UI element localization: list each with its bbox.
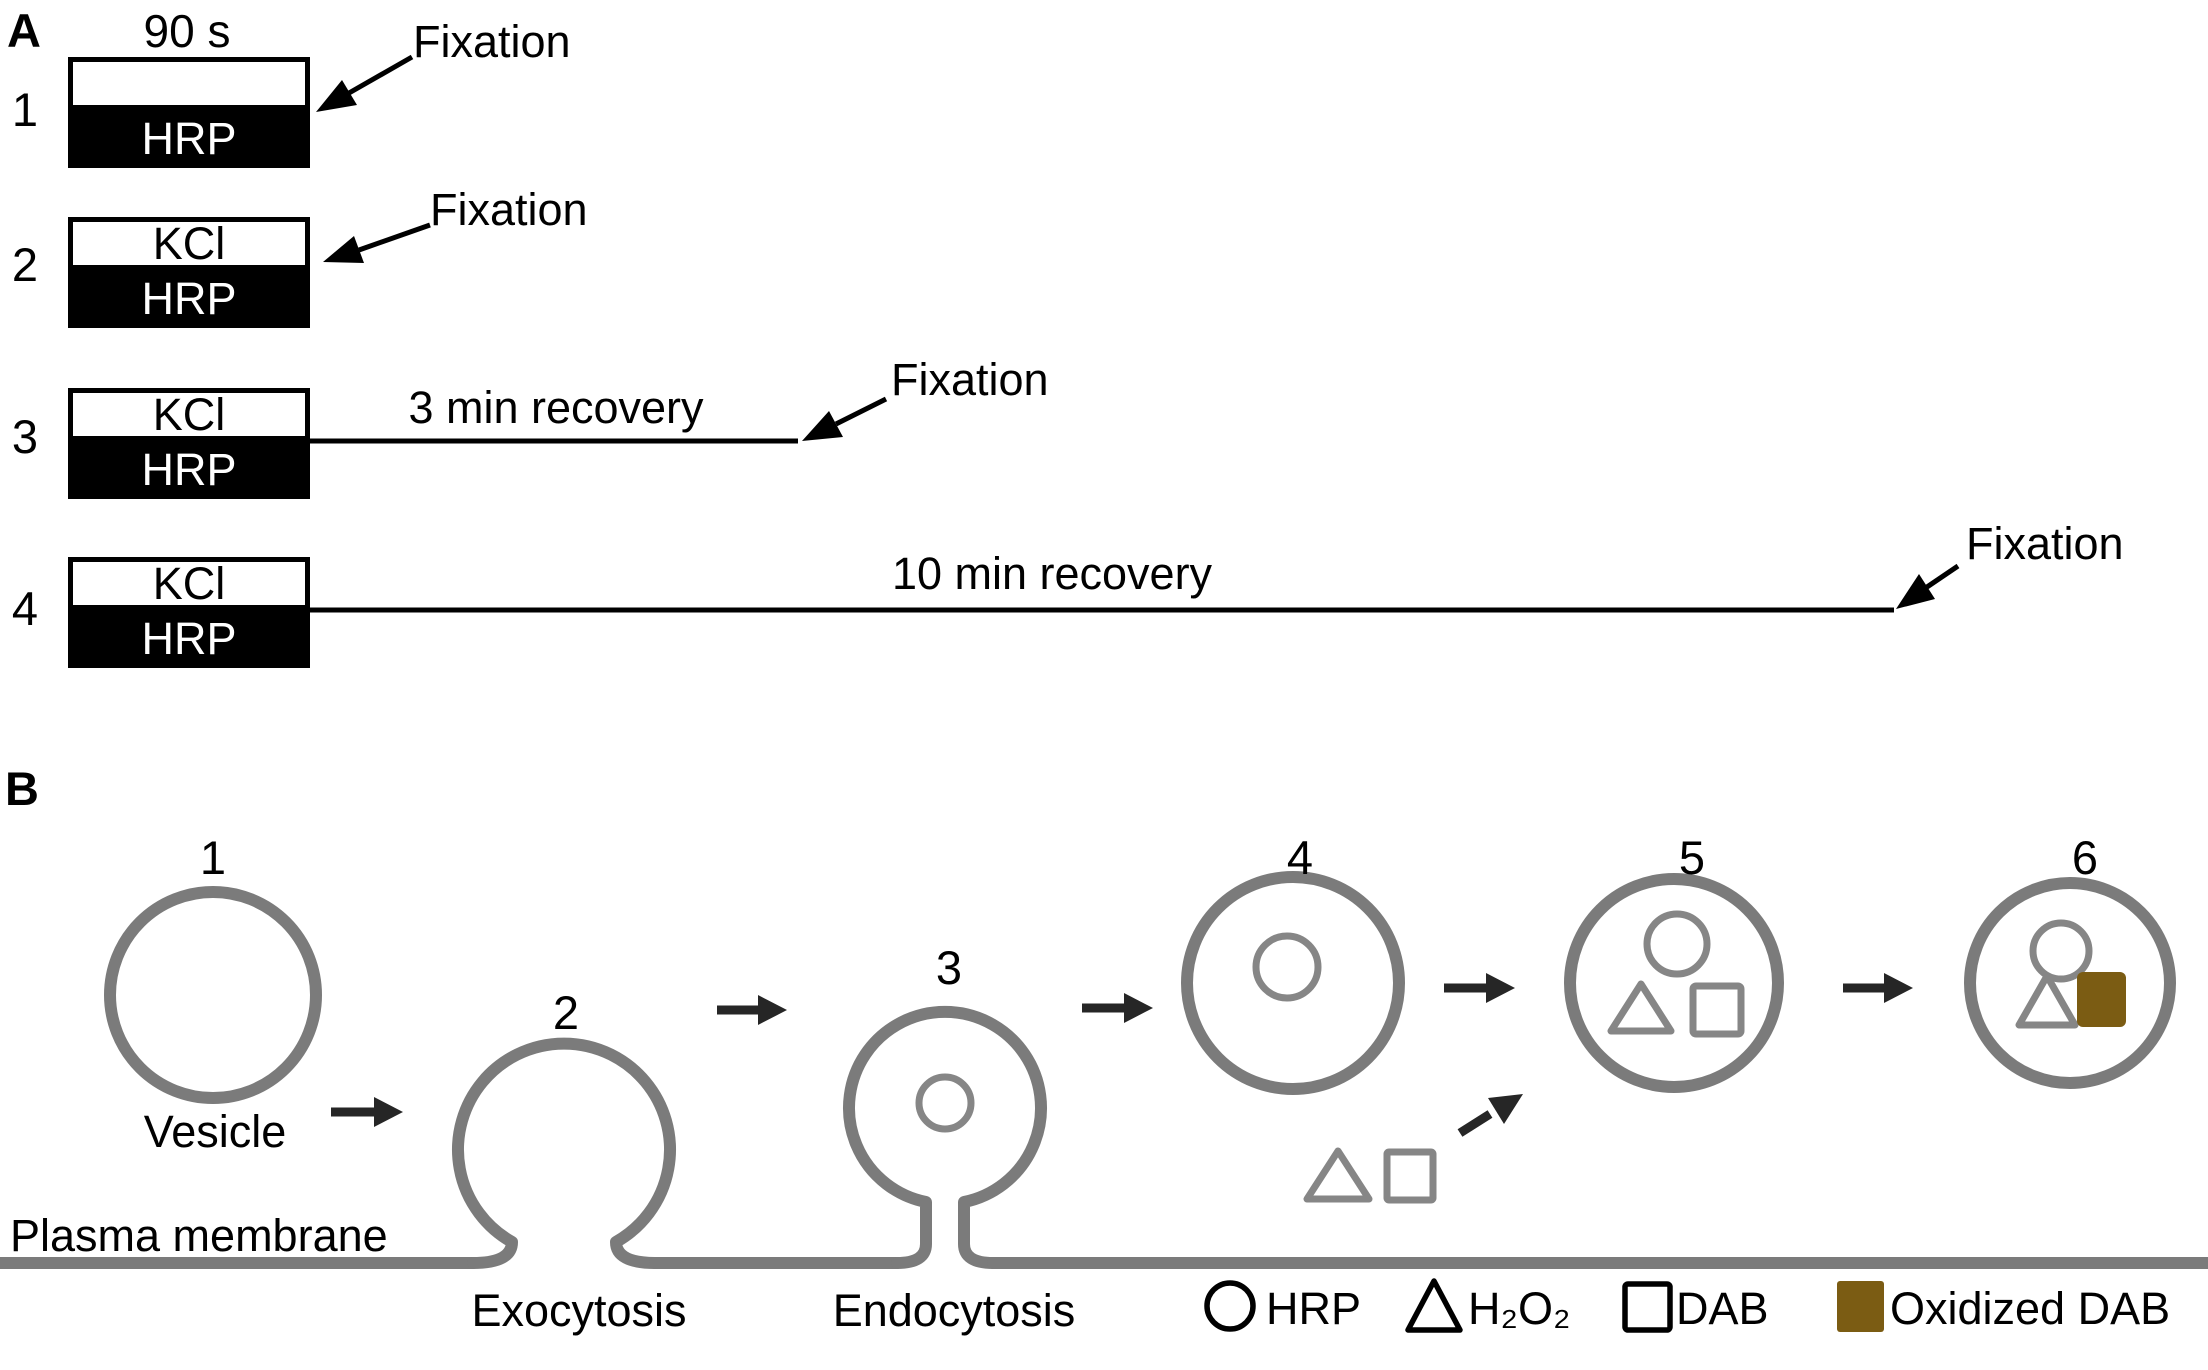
row-3-kcl-box: KCl (68, 388, 310, 441)
hrp-circle-step4 (1252, 932, 1322, 1002)
arrow-step5-to-step6 (1843, 973, 1913, 1003)
vesicle-circle-step5 (1564, 873, 1784, 1093)
legend-oxidized-dab-label: Oxidized DAB (1890, 1283, 2171, 1334)
hrp-circle-step6 (2029, 919, 2093, 983)
row-4-kcl-label: KCl (152, 557, 226, 609)
step-6-number: 6 (2071, 831, 2099, 884)
plasma-membrane-label: Plasma membrane (10, 1210, 388, 1261)
legend-h2o2-label: H₂O₂ (1468, 1283, 1571, 1334)
arrow-reagents-into-step5 (1457, 1094, 1523, 1137)
row-4-hrp-label: HRP (141, 613, 237, 664)
fixation-arrow-row1 (316, 54, 414, 112)
row-2-hrp-label: HRP (141, 273, 237, 324)
vesicle-circle-step6 (1964, 877, 2176, 1089)
row-4-recovery-label: 10 min recovery (891, 548, 1213, 599)
row-3-fixation-label: Fixation (891, 354, 1049, 405)
row-2-hrp-box: HRP (68, 270, 310, 328)
arrow-step1-to-step2 (331, 1097, 403, 1127)
row-3-recovery-label: 3 min recovery (408, 382, 704, 433)
row-2-number: 2 (11, 238, 39, 291)
panel-a-label: A (7, 4, 41, 57)
legend-dab-square-icon (1622, 1281, 1673, 1333)
h2o2-triangle-free (1303, 1147, 1373, 1203)
legend-hrp-circle-icon (1204, 1280, 1256, 1332)
row-3-kcl-label: KCl (152, 388, 226, 440)
exocytosis-omega (452, 1037, 676, 1269)
row-4-hrp-box: HRP (68, 610, 310, 668)
vesicle-label: Vesicle (143, 1106, 287, 1157)
legend-oxidized-dab-square-icon (1837, 1281, 1884, 1332)
step-2-number: 2 (552, 986, 580, 1039)
duration-label-90s: 90 s (143, 5, 231, 57)
row-4-fixation-label: Fixation (1966, 518, 2124, 569)
row-1-top-box (68, 57, 310, 110)
fixation-arrow-row3 (802, 396, 888, 441)
legend-h2o2-triangle-icon (1405, 1278, 1463, 1333)
row-1-hrp-label: HRP (141, 113, 237, 164)
arrow-step4-to-step5 (1444, 973, 1515, 1003)
row-3-hrp-label: HRP (141, 444, 237, 495)
dab-square-step5 (1689, 982, 1745, 1038)
endocytosis-omega (843, 1005, 1047, 1269)
row-1-hrp-box: HRP (68, 110, 310, 168)
legend-dab-label: DAB (1676, 1283, 1769, 1334)
step-4-number: 4 (1286, 831, 1314, 884)
exocytosis-label: Exocytosis (471, 1285, 687, 1336)
row-4-number: 4 (11, 582, 39, 635)
h2o2-triangle-step6 (2015, 972, 2079, 1029)
step-3-number: 3 (935, 941, 963, 994)
row-2-fixation-label: Fixation (430, 184, 588, 235)
arrow-step2-to-step3 (717, 995, 787, 1025)
endocytosis-label: Endocytosis (832, 1285, 1076, 1336)
row-3-hrp-box: HRP (68, 441, 310, 499)
fixation-arrow-row4 (1896, 563, 1960, 609)
fixation-arrow-row2 (323, 222, 431, 263)
vesicle-circle-step1 (104, 886, 322, 1104)
hrp-circle-step5 (1643, 910, 1711, 978)
dab-square-free (1383, 1148, 1437, 1204)
row-4-kcl-box: KCl (68, 557, 310, 610)
row-3-number: 3 (11, 410, 39, 463)
panel-b-label: B (5, 762, 39, 815)
vesicle-circle-step4 (1181, 871, 1405, 1095)
legend-hrp-label: HRP (1266, 1283, 1362, 1334)
step-1-number: 1 (199, 831, 227, 884)
row-2-kcl-label: KCl (152, 217, 226, 269)
arrow-step3-to-step4 (1082, 993, 1153, 1023)
row-1-number: 1 (11, 83, 39, 136)
hrp-circle-step3 (915, 1073, 975, 1133)
row-1-fixation-label: Fixation (413, 16, 571, 67)
h2o2-triangle-step5 (1607, 980, 1675, 1035)
row-2-kcl-box: KCl (68, 217, 310, 270)
step-5-number: 5 (1678, 831, 1706, 884)
oxidized-dab-square-step6 (2077, 972, 2126, 1027)
